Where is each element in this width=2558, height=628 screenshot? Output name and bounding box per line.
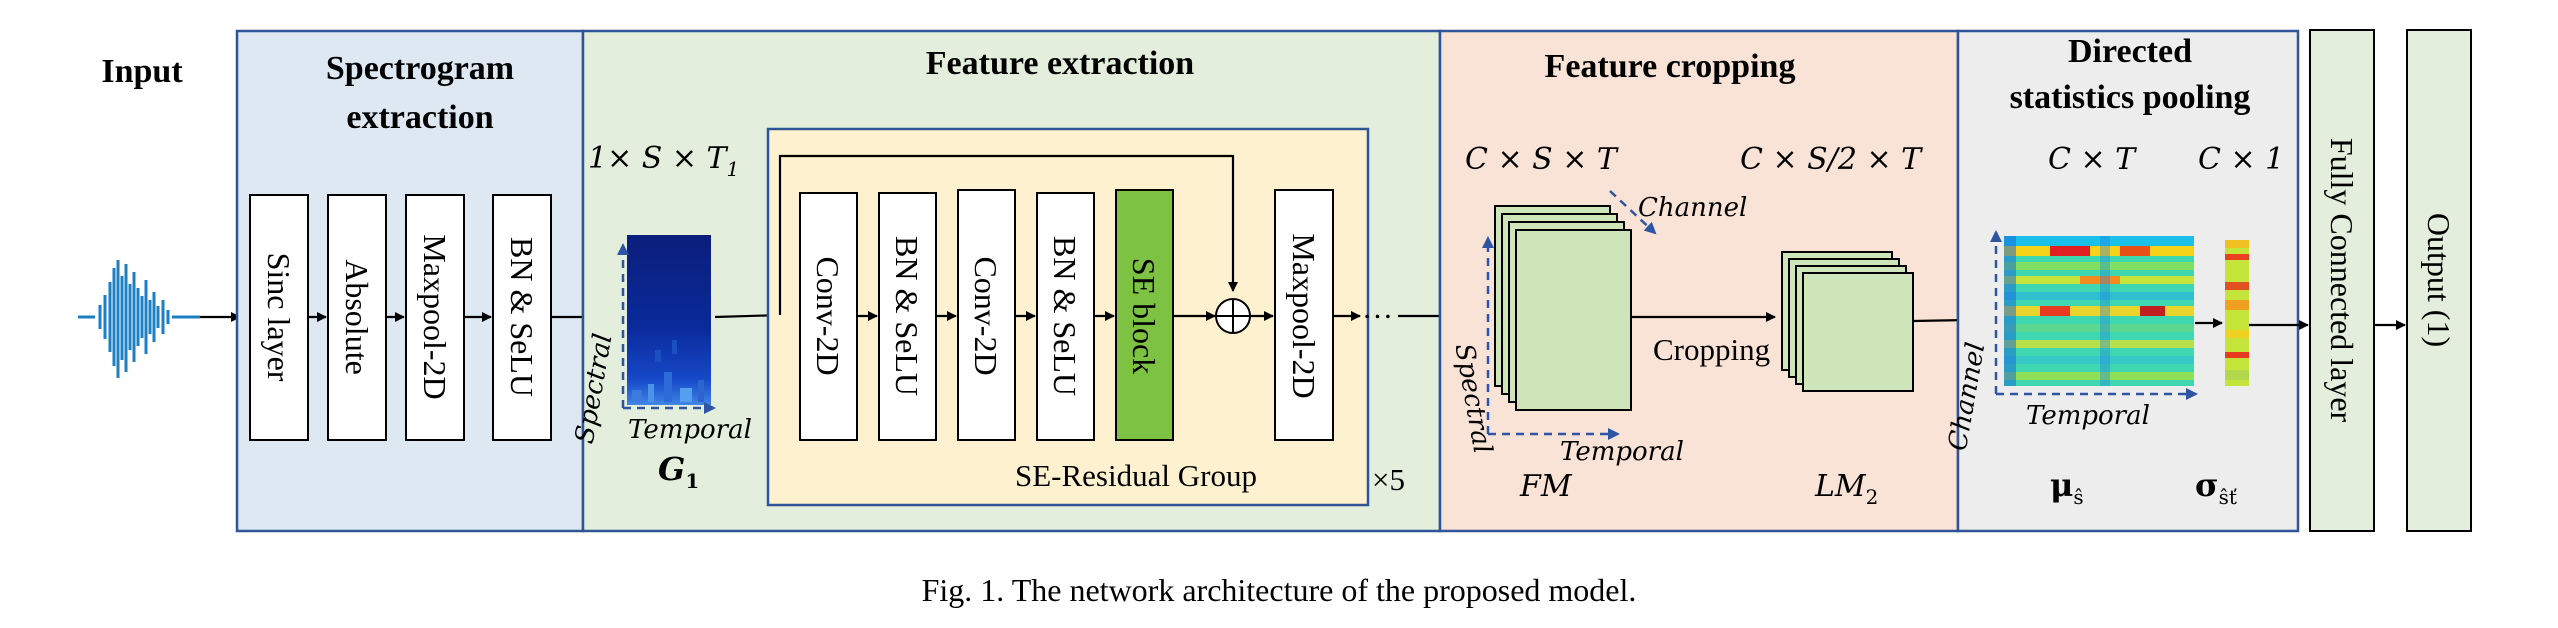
conv2d-block-2: Conv-2D xyxy=(957,189,1016,441)
fm-temporal-label: Temporal xyxy=(1560,437,1684,467)
sigma-vector xyxy=(2225,240,2249,386)
input-label: Input xyxy=(101,53,183,90)
pool-temporal-label: Temporal xyxy=(2026,401,2150,431)
absolute-block: Absolute xyxy=(327,194,387,441)
svg-text:Fully Connected layer: Fully Connected layer xyxy=(2324,138,2360,423)
fm-channel-label: Channel xyxy=(1638,193,1747,223)
feature-extraction-title: Feature extraction xyxy=(926,45,1195,82)
cropping-op-label: Cropping xyxy=(1653,332,1770,367)
output-block: Output (1) xyxy=(2406,29,2472,532)
bn-selu-block-3: BN & SeLU xyxy=(1036,192,1095,441)
ct-dims: C × T xyxy=(2048,142,2137,177)
g1-dims: 1× S × T1 xyxy=(588,141,739,181)
repeat-ellipsis: … xyxy=(1362,290,1393,325)
mu-symbol: μŝ xyxy=(2050,466,2084,509)
svg-text:Conv-2D: Conv-2D xyxy=(810,256,846,375)
maxpool-block-2: Maxpool-2D xyxy=(1274,189,1334,441)
pooling-title-line2: statistics pooling xyxy=(2010,79,2251,116)
fm-dims: C × S × T xyxy=(1465,142,1619,177)
spectrogram-title-line2: extraction xyxy=(346,99,493,136)
temporal-label: Temporal xyxy=(628,415,752,445)
feature-cropping-title: Feature cropping xyxy=(1545,48,1796,85)
bn-selu-block-2: BN & SeLU xyxy=(878,192,937,441)
se-residual-group-label: SE-Residual Group xyxy=(1015,458,1257,493)
svg-text:BN & SeLU: BN & SeLU xyxy=(889,236,925,396)
c1-dims: C × 1 xyxy=(2198,142,2284,177)
lm-dims: C × S/2 × T xyxy=(1740,142,1923,177)
waveform-icon xyxy=(78,260,200,378)
svg-text:BN & SeLU: BN & SeLU xyxy=(504,237,540,397)
svg-text:Maxpool-2D: Maxpool-2D xyxy=(417,234,453,399)
sigma-symbol: σŝť xyxy=(2195,466,2237,509)
pooling-title-line1: Directed xyxy=(2068,33,2192,70)
fully-connected-block: Fully Connected layer xyxy=(2309,29,2375,532)
channel-axis-fm xyxy=(1609,190,1657,235)
fm-name: FM xyxy=(1519,469,1573,504)
sinc-layer-block: Sinc layer xyxy=(249,194,309,441)
residual-sum-node xyxy=(1215,298,1251,334)
lm-name: LM2 xyxy=(1814,469,1878,509)
maxpool-block-1: Maxpool-2D xyxy=(405,194,465,441)
figure-caption: Fig. 1. The network architecture of the … xyxy=(921,572,1637,608)
svg-text:Sinc layer: Sinc layer xyxy=(261,253,297,382)
svg-text:Absolute: Absolute xyxy=(339,259,375,375)
spectrogram-title-line1: Spectrogram xyxy=(326,50,514,87)
lm-feature-maps xyxy=(1781,251,1914,392)
se-block: SE block xyxy=(1115,189,1174,441)
skip-connection xyxy=(778,154,1238,315)
svg-text:SE block: SE block xyxy=(1126,258,1162,374)
svg-text:Maxpool-2D: Maxpool-2D xyxy=(1286,233,1322,398)
spectrogram-image xyxy=(627,235,711,405)
conv2d-block-1: Conv-2D xyxy=(799,192,858,441)
bn-selu-block-1: BN & SeLU xyxy=(492,194,552,441)
svg-text:Output (1): Output (1) xyxy=(2421,213,2457,347)
svg-text:Conv-2D: Conv-2D xyxy=(968,256,1004,375)
fm-feature-maps xyxy=(1494,205,1632,411)
repeat-count: ×5 xyxy=(1372,462,1405,497)
temporal-heatmap xyxy=(2004,236,2194,386)
g1-name: G1 xyxy=(658,450,699,493)
svg-text:BN & SeLU: BN & SeLU xyxy=(1047,236,1083,396)
